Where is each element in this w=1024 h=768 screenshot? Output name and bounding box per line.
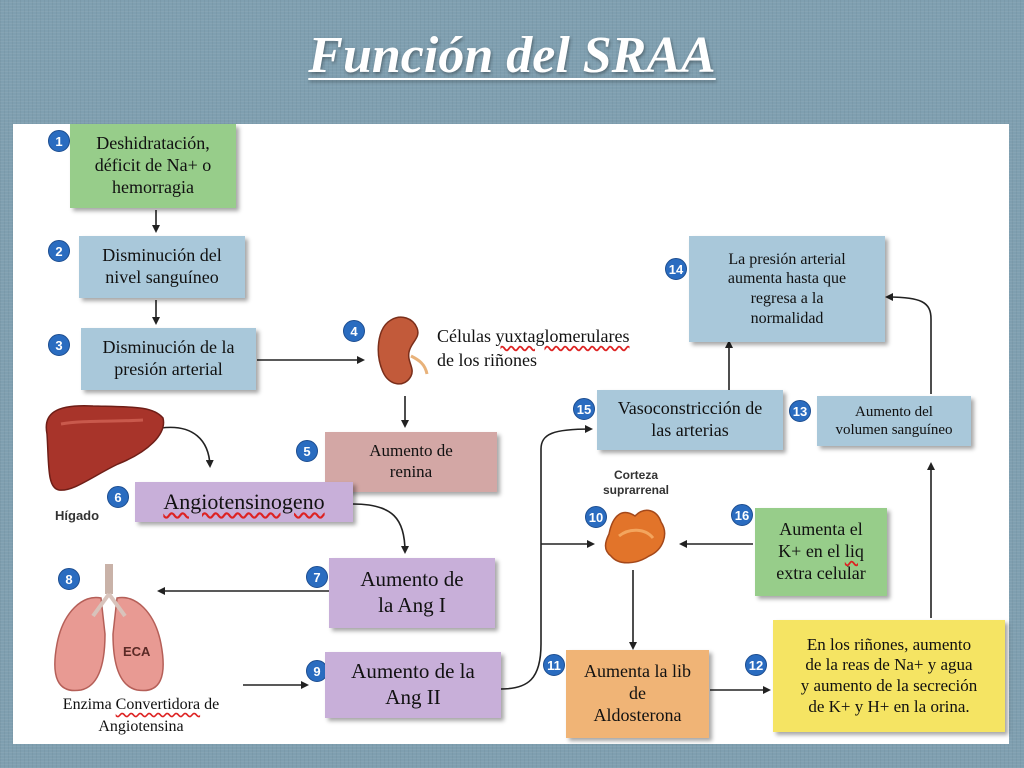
step-3-line-1: Disminución de la <box>102 337 235 358</box>
arrow-13-14 <box>885 293 932 394</box>
step-9-line-2: Ang II <box>385 685 441 709</box>
lungs-label: ECA <box>123 644 151 659</box>
step-8-line-1: Enzima Convertidora de <box>62 696 220 713</box>
step-3-box: Disminución de la presión arterial <box>81 328 256 390</box>
step-11-box: Aumenta la lib de Aldosterona <box>566 650 709 738</box>
step-11-line-2: de <box>629 683 646 704</box>
step-6-text: Angiotensinogeno <box>163 488 325 514</box>
liver-illustration <box>45 405 165 491</box>
step-5-line-1: Aumento de <box>369 441 453 461</box>
lungs-illustration <box>54 564 164 692</box>
step-8-line-2: Angiotensina <box>98 717 184 735</box>
step-10-line-2: suprarrenal <box>602 483 670 497</box>
step-10-label: Corteza suprarrenal <box>597 468 675 498</box>
step-15-number: 15 <box>573 398 595 420</box>
page-title: Función del SRAA <box>308 27 716 84</box>
adrenal-illustration <box>604 509 666 564</box>
step-3-line-2: presión arterial <box>114 359 223 379</box>
step-9-line-1: Aumento de la <box>351 659 475 684</box>
step-2-number: 2 <box>48 240 70 262</box>
step-8-number: 8 <box>58 568 80 590</box>
liver-label: Hígado <box>55 508 100 523</box>
step-5-box: Aumento de renina <box>325 432 497 492</box>
step-12-number: 12 <box>745 654 767 676</box>
step-3-number: 3 <box>48 334 70 356</box>
step-15-box: Vasoconstricción de las arterias <box>597 390 783 450</box>
step-14-line-2: aumenta hasta que <box>727 270 847 288</box>
step-12-line-4: de K+ y H+ en la orina. <box>808 696 970 716</box>
step-7-number: 7 <box>306 566 328 588</box>
step-7-box: Aumento de la Ang I <box>329 558 495 628</box>
step-7-line-2: la Ang I <box>378 593 446 617</box>
step-16-line-1: Aumenta el <box>779 519 863 540</box>
step-15-line-1: Vasoconstricción de <box>617 398 763 419</box>
step-5-number: 5 <box>296 440 318 462</box>
step-13-line-1: Aumento del <box>855 403 933 420</box>
step-1-number: 1 <box>48 130 70 152</box>
step-12-line-2: de la reas de Na+ y agua <box>805 655 973 675</box>
step-2-box: Disminución del nivel sanguíneo <box>79 236 245 298</box>
arrow-liver-6 <box>160 426 214 468</box>
arrows-layer <box>45 210 935 694</box>
arrow-9-15 <box>500 425 593 690</box>
step-4-line-1: Células yuxtaglomerulares <box>437 326 630 346</box>
step-13-box: Aumento del volumen sanguíneo <box>817 396 971 446</box>
step-14-box: La presión arterial aumenta hasta que re… <box>689 236 885 342</box>
step-10-number: 10 <box>585 506 607 528</box>
step-7-line-1: Aumento de <box>360 567 464 592</box>
step-13-line-2: volumen sanguíneo <box>835 422 953 438</box>
step-1-line-2: déficit de Na+ o <box>94 155 212 176</box>
step-12-box: En los riñones, aumento de la reas de Na… <box>773 620 1005 732</box>
step-11-number: 11 <box>543 654 565 676</box>
step-12-line-1: En los riñones, aumento <box>806 634 972 654</box>
step-4-underlined-word: yuxtaglomerulares <box>495 326 630 346</box>
step-4-line-2: de los riñones <box>437 350 537 371</box>
step-5-line-2: renina <box>389 462 433 481</box>
step-4-number: 4 <box>343 320 365 342</box>
step-2-line-1: Disminución del <box>102 245 222 266</box>
step-10-line-1: Corteza <box>613 468 658 482</box>
step-16-box: Aumenta el K+ en el liq extra celular <box>755 508 887 596</box>
step-11-line-1: Aumenta la lib <box>584 661 691 682</box>
kidney-illustration <box>377 316 429 385</box>
step-1-box: Deshidratación, déficit de Na+ o hemorra… <box>70 124 236 208</box>
step-13-number: 13 <box>789 400 811 422</box>
step-9-box: Aumento de la Ang II <box>325 652 501 718</box>
step-11-line-3: Aldosterona <box>593 704 682 725</box>
step-1-line-1: Deshidratación, <box>96 133 210 154</box>
step-16-line-2: K+ en el liq <box>778 541 864 562</box>
step-14-line-4: normalidad <box>750 309 824 327</box>
step-16-line-3: extra celular <box>776 562 866 583</box>
step-6-box: Angiotensinogeno <box>135 482 353 522</box>
step-14-number: 14 <box>665 258 687 280</box>
step-14-line-3: regresa a la <box>750 290 824 307</box>
diagram-panel: 1 Deshidratación, déficit de Na+ o hemor… <box>13 124 1009 744</box>
step-8-text: Enzima Convertidora de Angiotensina <box>31 694 251 737</box>
step-2-line-2: nivel sanguíneo <box>105 267 219 287</box>
step-14-line-1: La presión arterial <box>728 250 846 268</box>
step-4-text: Células yuxtaglomerulares de los riñones <box>437 324 629 373</box>
step-12-line-3: y aumento de la secreción <box>800 676 978 695</box>
step-16-number: 16 <box>731 504 753 526</box>
step-1-line-3: hemorragia <box>112 176 194 197</box>
step-15-line-2: las arterias <box>651 420 729 440</box>
arrow-6-7 <box>352 503 409 554</box>
step-6-number: 6 <box>107 486 129 508</box>
